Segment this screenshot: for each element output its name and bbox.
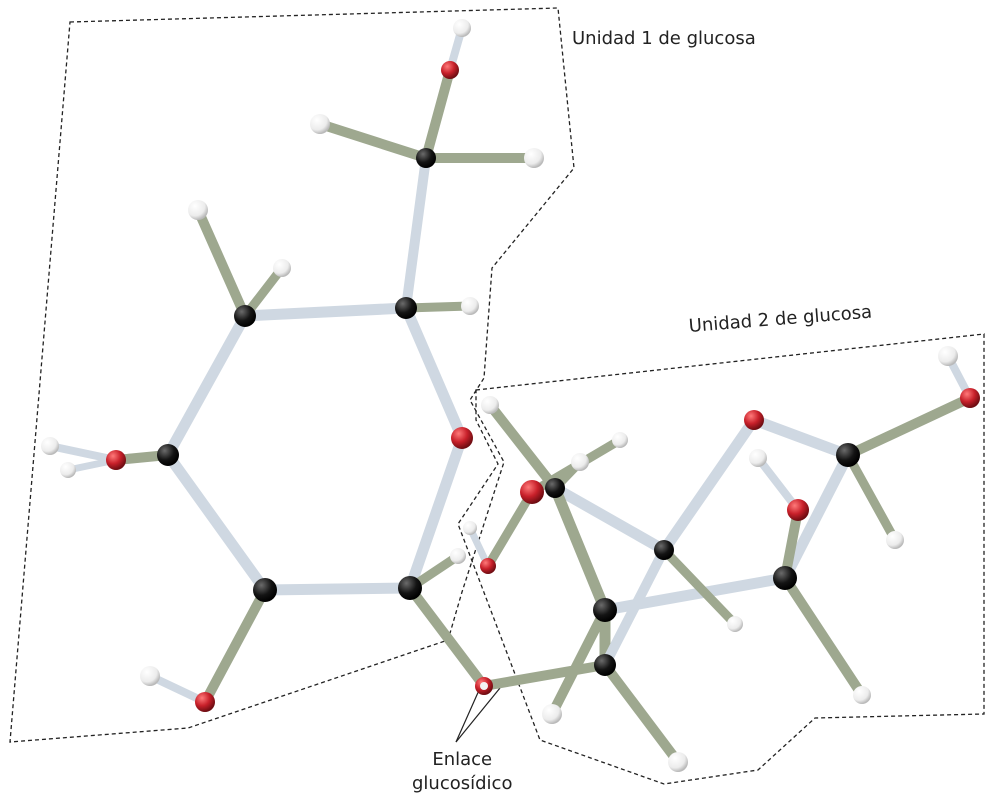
carbon-atom-6 — [416, 148, 436, 168]
bond-5 — [162, 449, 271, 596]
glycosidic-bond-label-line2: glucosídico — [412, 773, 513, 794]
unit2-outline — [457, 333, 985, 785]
unit1-label: Unidad 1 de glucosa — [572, 28, 756, 49]
bond-37 — [659, 545, 740, 629]
oxygen-atom-30 — [960, 388, 980, 408]
bond-43 — [483, 487, 537, 571]
hydrogen-atom-19 — [41, 437, 59, 455]
oxygen-atom-7 — [451, 427, 473, 449]
carbon-atom-2 — [395, 297, 417, 319]
oxygen-atom-8 — [441, 61, 459, 79]
hydrogen-atom-43 — [612, 432, 628, 448]
atom-highlight-12 — [480, 682, 488, 690]
oxygen-atom-9 — [106, 450, 126, 470]
glycosidic-bond-label: Enlace glucosídico — [412, 748, 512, 796]
hydrogen-atom-14 — [310, 114, 330, 134]
hydrogen-atom-16 — [461, 297, 479, 315]
hydrogen-atom-17 — [188, 200, 208, 220]
glycosidic-bond-label-line1: Enlace — [432, 749, 493, 770]
bond-29 — [549, 482, 611, 616]
bond-3 — [404, 432, 468, 594]
bond-1 — [239, 302, 412, 322]
bond-21 — [405, 583, 489, 691]
bond-27 — [658, 414, 760, 556]
bond-33 — [843, 450, 900, 545]
oxygen-atom-31 — [787, 499, 809, 521]
hydrogen-atom-15 — [524, 148, 544, 168]
hydrogen-atom-18 — [273, 259, 291, 277]
hydrogen-atom-21 — [140, 666, 160, 686]
bond-28 — [549, 482, 670, 556]
hydrogen-atom-40 — [542, 704, 562, 724]
bond-22 — [479, 660, 610, 691]
carbon-atom-3 — [398, 576, 422, 600]
bond-30 — [600, 545, 669, 670]
oxygen-atom-32 — [520, 480, 544, 504]
bond-pointer-left — [455, 687, 481, 743]
hydrogen-atom-34 — [938, 346, 958, 366]
carbon-atom-28 — [545, 478, 565, 498]
carbon-atom-4 — [253, 578, 277, 602]
bond-16 — [46, 442, 120, 464]
hydrogen-atom-22 — [450, 548, 466, 564]
bond-7 — [401, 153, 431, 313]
bond-39 — [547, 605, 610, 719]
bond-36 — [780, 573, 867, 700]
bond-19 — [146, 672, 209, 706]
carbon-atom-26 — [836, 443, 860, 467]
bonds — [46, 24, 975, 767]
oxygen-atom-29 — [744, 410, 764, 430]
hydrogen-atom-38 — [727, 616, 743, 632]
bond-13 — [193, 205, 250, 321]
bond-40 — [485, 400, 560, 493]
hydrogen-atom-36 — [749, 449, 767, 467]
unit1-outline — [9, 7, 575, 743]
bond-31 — [843, 393, 975, 460]
bond-10 — [421, 65, 455, 163]
bond-2 — [400, 302, 468, 444]
bond-4 — [259, 582, 416, 596]
hydrogen-atom-13 — [453, 19, 471, 37]
hydrogen-atom-39 — [668, 752, 688, 772]
carbon-atom-5 — [157, 444, 179, 466]
bond-38 — [600, 660, 683, 767]
hydrogen-atom-41 — [481, 396, 499, 414]
carbon-atom-25 — [773, 566, 797, 590]
oxygen-atom-10 — [195, 692, 215, 712]
hydrogen-atom-20 — [60, 462, 76, 478]
hydrogen-atom-37 — [853, 686, 871, 704]
carbon-atom-24 — [594, 654, 616, 676]
bond-18 — [200, 585, 270, 707]
bond-pointer-right — [455, 687, 501, 743]
carbon-atom-1 — [234, 305, 256, 327]
bond-26 — [748, 414, 854, 461]
bond-6 — [162, 310, 251, 461]
oxygen-atom-33 — [480, 558, 496, 574]
carbon-atom-23 — [593, 598, 617, 622]
hydrogen-atom-42 — [571, 453, 589, 471]
hydrogen-atom-35 — [886, 531, 904, 549]
carbon-atom-27 — [654, 540, 674, 560]
bond-8 — [315, 119, 431, 163]
atoms — [41, 19, 980, 772]
bond-25 — [779, 449, 854, 584]
hydrogen-atom-44 — [463, 521, 477, 535]
